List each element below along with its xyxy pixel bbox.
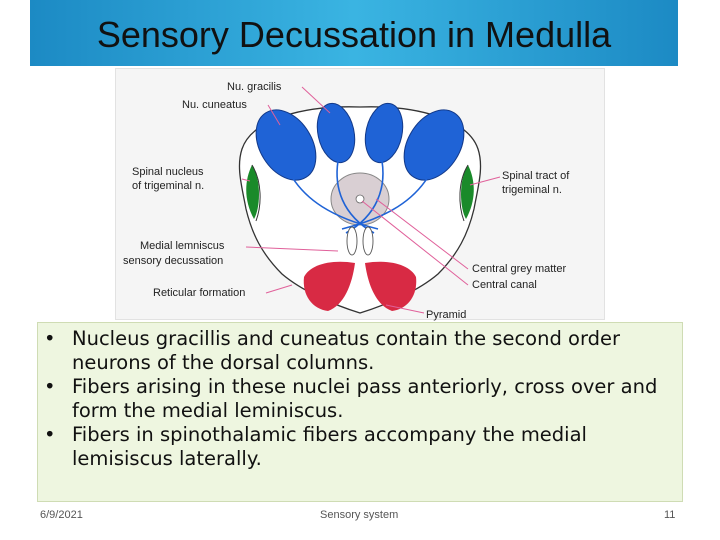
footer-date: 6/9/2021 [40,509,83,521]
pyramid-left [303,261,355,311]
label-reticular: Reticular formation [153,287,245,299]
label-medial-lemniscus-line2: sensory decussation [123,255,223,267]
medial-lemniscus-left [346,226,358,256]
pyramid-right [365,261,417,311]
label-spinal-tract-line2: trigeminal n. [502,184,562,196]
label-central-grey: Central grey matter [472,263,566,275]
medulla-cross-section: Nu. gracilis Nu. cuneatus Spinal nucleus… [123,81,570,321]
nucleus-cuneatus-right [403,109,465,181]
label-medial-lemniscus-line1: Medial lemniscus [140,240,225,252]
nucleus-gracilis-left [316,102,356,164]
slide-title: Sensory Decussation in Medulla [96,14,612,55]
bullet-marker: • [44,423,56,446]
bullet-text: Nucleus gracillis and cuneatus contain t… [72,327,621,374]
trigeminal-tract-right [461,165,474,219]
label-spinal-tract-line1: Spinal tract of [502,170,570,182]
nucleus-gracilis-right [364,102,404,164]
bullet-text: Fibers arising in these nuclei pass ante… [72,375,658,422]
medial-lemniscus-right [362,226,374,256]
label-nu-gracilis: Nu. gracilis [227,81,282,93]
bullet-box: • Nucleus gracillis and cuneatus contain … [37,322,683,502]
page-number: 11 [664,509,676,521]
bullet-item: • Fibers arising in these nuclei pass ant… [38,375,682,423]
footer-text: Sensory system [320,509,399,521]
bullet-text: Fibers in spinothalamic fibers accompany… [72,423,587,470]
bullet-list: • Nucleus gracillis and cuneatus contain … [38,323,682,471]
bullet-item: • Fibers in spinothalamic fibers accompan… [38,423,682,471]
bullet-item: • Nucleus gracillis and cuneatus contain … [38,327,682,375]
trigeminal-tract-left [246,165,259,219]
label-pyramid: Pyramid [426,309,466,321]
label-central-canal: Central canal [472,279,537,291]
nucleus-cuneatus-left [255,109,317,181]
label-spinal-nucleus-line1: Spinal nucleus [132,166,204,178]
label-nu-cuneatus: Nu. cuneatus [182,99,247,111]
label-spinal-nucleus-line2: of trigeminal n. [132,180,204,192]
bullet-marker: • [44,327,56,350]
medulla-diagram: Nu. gracilis Nu. cuneatus Spinal nucleus… [115,68,605,321]
bullet-marker: • [44,375,56,398]
title-bar: Sensory Decussation in Medulla [30,0,678,66]
